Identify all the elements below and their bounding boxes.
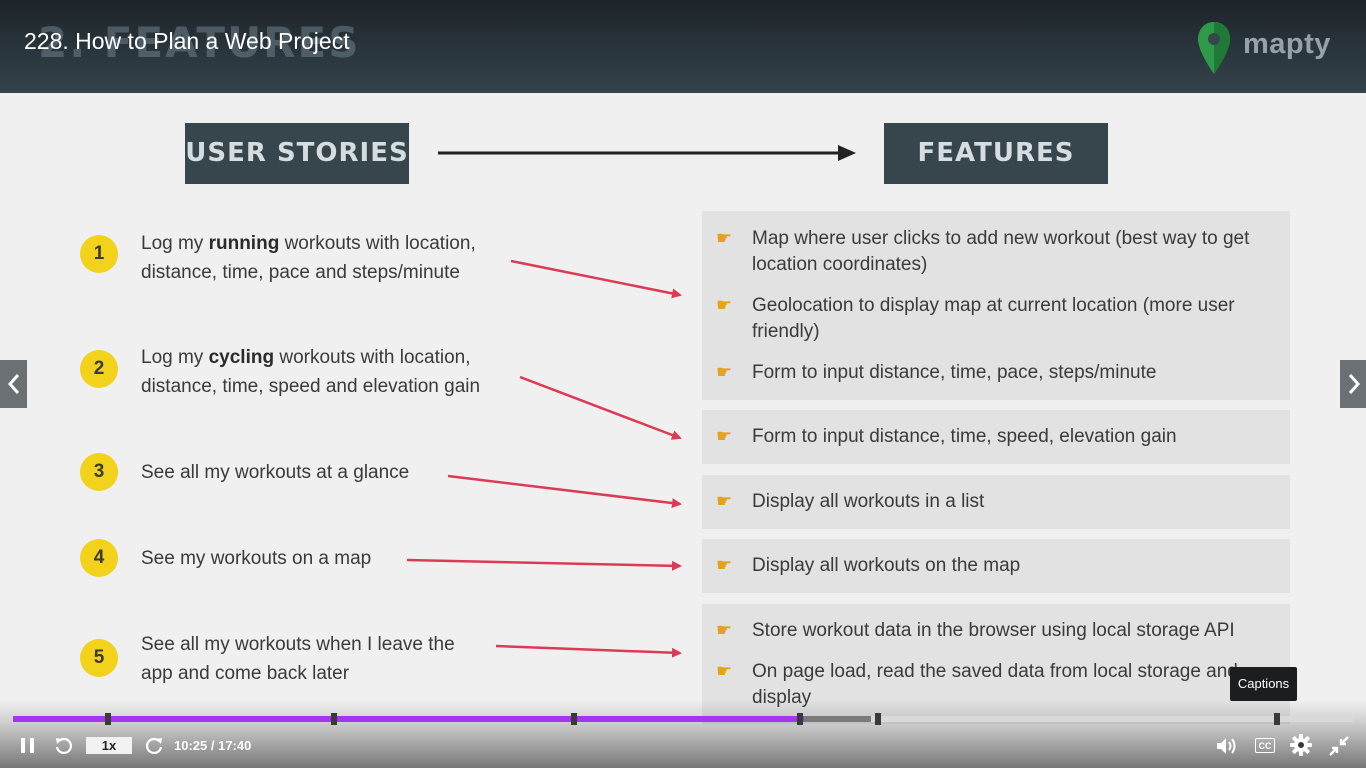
previous-lecture-button[interactable] — [0, 360, 27, 408]
player-control-bar — [0, 700, 1366, 768]
story-text: See all my workouts at a glance — [141, 462, 410, 483]
forward-icon[interactable] — [144, 736, 164, 756]
pointing-hand-icon: ☛ — [716, 228, 733, 248]
feature-item: ☛ Display all workouts in a list — [716, 489, 1276, 517]
story-number-badge: 2 — [80, 350, 118, 388]
chapter-marker — [105, 713, 111, 725]
feature-item: ☛ Form to input distance, time, pace, st… — [716, 360, 1276, 388]
playback-speed-button[interactable]: 1x — [86, 737, 132, 754]
progress-played — [13, 716, 804, 722]
chapter-marker — [875, 713, 881, 725]
user-story-3: See all my workouts at a glance — [141, 458, 409, 487]
user-story-2: Log my cycling workouts with location, d… — [141, 343, 480, 401]
arrow-story-5 — [495, 644, 682, 658]
arrow-story-3 — [447, 474, 682, 509]
story-keyword: cycling — [208, 347, 275, 368]
arrow-right-icon — [438, 145, 856, 161]
chevron-left-icon — [7, 374, 19, 394]
feature-text: Display all workouts in a list — [752, 491, 985, 512]
user-stories-heading: USER STORIES — [185, 123, 409, 184]
chapter-marker — [1274, 713, 1280, 725]
feature-item: ☛ Store workout data in the browser usin… — [716, 618, 1276, 646]
map-pin-icon — [1198, 22, 1230, 74]
story-text: workouts with location, — [274, 347, 471, 368]
story-text: See my workouts on a map — [141, 548, 372, 569]
story-text: app and come back later — [141, 663, 350, 684]
story-text: distance, time, pace and steps/minute — [141, 262, 460, 283]
chapter-marker — [797, 713, 803, 725]
story-text: See all my workouts when I leave the — [141, 634, 455, 655]
feature-item: ☛ Form to input distance, time, speed, e… — [716, 424, 1276, 452]
arrow-story-4 — [406, 558, 682, 571]
slide-heading-ghost: 2. FEATURES — [38, 18, 361, 67]
story-keyword: running — [208, 233, 280, 254]
features-panel-cycling — [702, 410, 1290, 464]
features-heading: FEATURES — [884, 123, 1108, 184]
feature-text: Geolocation to display map at current lo… — [752, 295, 1235, 342]
features-panel-list — [702, 475, 1290, 529]
chapter-marker — [331, 713, 337, 725]
features-panel-running — [702, 211, 1290, 400]
chapter-marker — [571, 713, 577, 725]
features-panel-map — [702, 539, 1290, 593]
captions-button[interactable]: CC — [1255, 738, 1275, 753]
exit-fullscreen-icon[interactable] — [1328, 735, 1350, 757]
next-lecture-button[interactable] — [1340, 360, 1366, 408]
story-number-badge: 4 — [80, 539, 118, 577]
story-number-badge: 3 — [80, 453, 118, 491]
mapty-logo: mapty — [1243, 28, 1331, 60]
pointing-hand-icon: ☛ — [716, 555, 733, 575]
pointing-hand-icon: ☛ — [716, 362, 733, 382]
feature-item: ☛ Geolocation to display map at current … — [716, 293, 1276, 347]
user-story-1: Log my running workouts with location, d… — [141, 229, 476, 287]
arrow-story-2 — [519, 375, 682, 440]
story-number-badge: 5 — [80, 639, 118, 677]
user-story-5: See all my workouts when I leave the app… — [141, 630, 455, 688]
volume-icon[interactable] — [1216, 736, 1238, 756]
feature-text: Display all workouts on the map — [752, 555, 1021, 576]
feature-item: ☛ Map where user clicks to add new worko… — [716, 226, 1276, 280]
user-story-4: See my workouts on a map — [141, 544, 371, 573]
pointing-hand-icon: ☛ — [716, 426, 733, 446]
feature-item: ☛ Display all workouts on the map — [716, 553, 1276, 581]
pointing-hand-icon: ☛ — [716, 491, 733, 511]
video-title: 228. How to Plan a Web Project — [24, 28, 350, 54]
settings-gear-icon[interactable] — [1290, 734, 1312, 756]
feature-text: Form to input distance, time, speed, ele… — [752, 426, 1177, 447]
rewind-icon[interactable] — [54, 736, 74, 756]
pause-button[interactable] — [20, 737, 36, 754]
story-number-badge: 1 — [80, 235, 118, 273]
feature-text: Form to input distance, time, pace, step… — [752, 362, 1157, 383]
story-text: workouts with location, — [279, 233, 476, 254]
story-text: Log my — [141, 347, 209, 368]
chevron-right-icon — [1348, 374, 1360, 394]
video-header — [0, 0, 1366, 93]
captions-tooltip: Captions — [1230, 667, 1297, 701]
pointing-hand-icon: ☛ — [716, 620, 733, 640]
story-text: distance, time, speed and elevation gain — [141, 376, 481, 397]
feature-text: Map where user clicks to add new workout… — [752, 228, 1250, 275]
time-display: 10:25 / 17:40 — [174, 738, 252, 753]
pointing-hand-icon: ☛ — [716, 661, 733, 681]
arrow-story-1 — [510, 259, 682, 299]
pointing-hand-icon: ☛ — [716, 295, 733, 315]
story-text: Log my — [141, 233, 209, 254]
feature-text: Store workout data in the browser using … — [752, 620, 1235, 641]
